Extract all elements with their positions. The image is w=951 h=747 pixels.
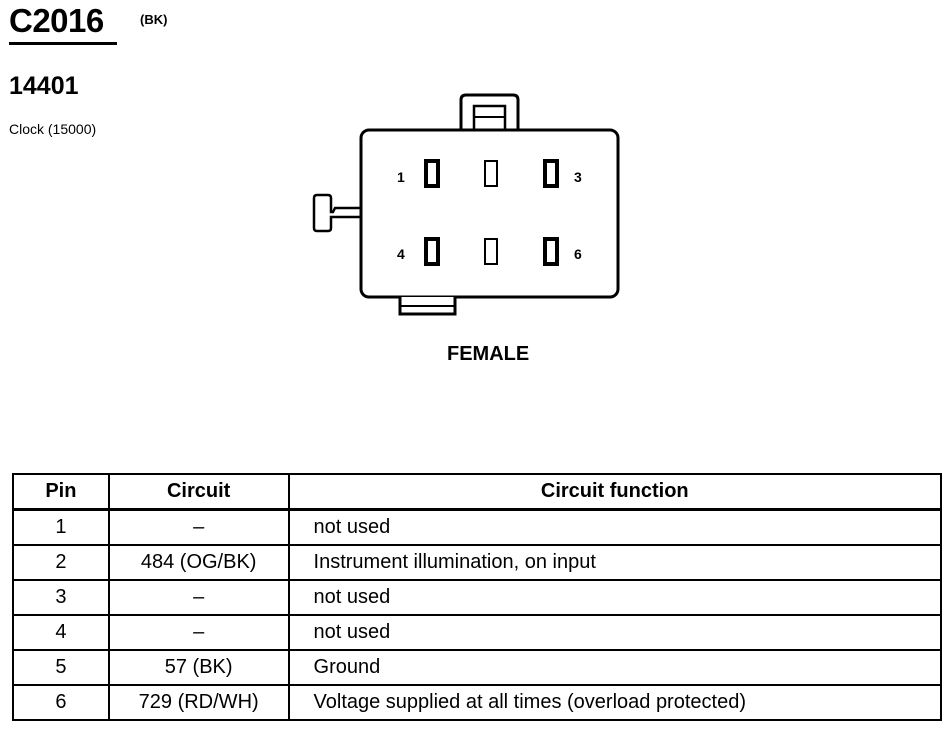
column-header-circuit: Circuit	[107, 473, 290, 511]
connector-id: C2016	[9, 2, 104, 39]
connector-id-underline	[9, 42, 117, 45]
circuit-cell: –	[107, 614, 290, 651]
pin-cavity	[484, 160, 498, 187]
table-row: 1 – not used	[12, 508, 943, 546]
pin-cell: 5	[12, 649, 110, 686]
column-header-pin: Pin	[12, 473, 110, 511]
pin-cavity	[424, 237, 440, 266]
connector-key-bottom	[398, 297, 457, 316]
pin-label-4: 4	[397, 246, 405, 262]
pin-cell: 6	[12, 684, 110, 721]
pin-cell: 3	[12, 579, 110, 616]
table-header-row: Pin Circuit Circuit function	[12, 473, 943, 511]
connector-body	[359, 128, 620, 299]
function-cell: Ground	[287, 649, 943, 686]
column-header-function: Circuit function	[287, 473, 943, 511]
connector-face-diagram: 1 3 4 6	[312, 93, 620, 316]
pin-cell: 1	[12, 508, 110, 546]
connector-latch-side	[312, 193, 361, 233]
table-row: 4 – not used	[12, 614, 943, 651]
pin-label-1: 1	[397, 169, 405, 185]
connector-gender: FEMALE	[447, 343, 530, 365]
pin-cavity	[543, 237, 559, 266]
function-cell: not used	[287, 508, 943, 546]
pin-table: Pin Circuit Circuit function 1 – not use…	[12, 473, 943, 721]
function-cell: not used	[287, 579, 943, 616]
table-row: 2 484 (OG/BK) Instrument illumination, o…	[12, 544, 943, 581]
circuit-cell: 57 (BK)	[107, 649, 290, 686]
circuit-cell: 729 (RD/WH)	[107, 684, 290, 721]
pin-cavity	[484, 238, 498, 265]
function-cell: not used	[287, 614, 943, 651]
pin-cavities	[424, 159, 559, 266]
connector-latch-top	[459, 93, 520, 133]
table-row: 5 57 (BK) Ground	[12, 649, 943, 686]
function-cell: Voltage supplied at all times (overload …	[287, 684, 943, 721]
component-name: Clock (15000)	[9, 121, 97, 137]
pin-label-6: 6	[574, 246, 582, 262]
pin-cavity	[543, 159, 559, 188]
pin-cavity	[424, 159, 440, 188]
table-row: 3 – not used	[12, 579, 943, 616]
circuit-cell: –	[107, 508, 290, 546]
pin-cell: 2	[12, 544, 110, 581]
function-cell: Instrument illumination, on input	[287, 544, 943, 581]
part-number: 14401	[9, 72, 79, 100]
connector-color-code: (BK)	[140, 12, 168, 27]
table-row: 6 729 (RD/WH) Voltage supplied at all ti…	[12, 684, 943, 721]
pin-cell: 4	[12, 614, 110, 651]
circuit-cell: –	[107, 579, 290, 616]
pin-label-3: 3	[574, 169, 582, 185]
circuit-cell: 484 (OG/BK)	[107, 544, 290, 581]
